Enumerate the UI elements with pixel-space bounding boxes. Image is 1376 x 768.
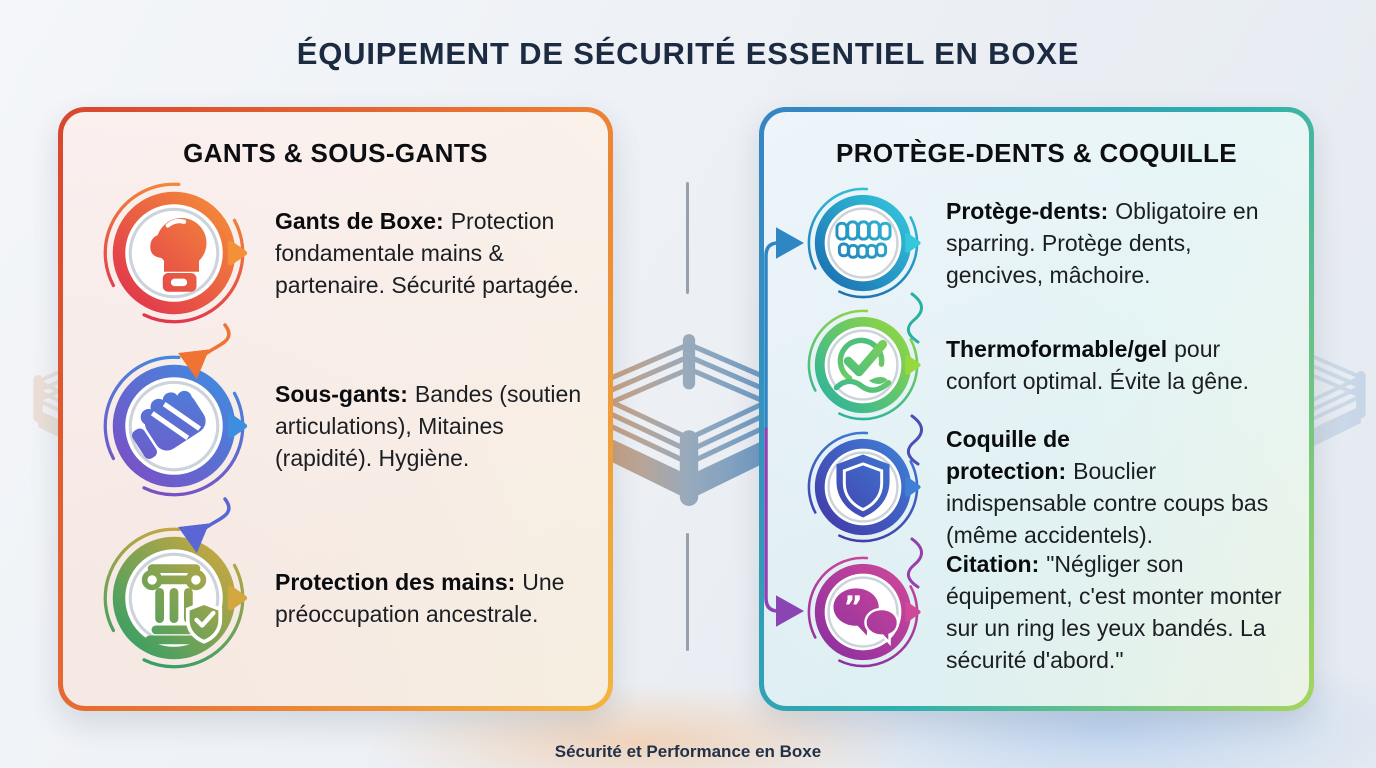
flow-bracket-arrows [764, 227, 804, 627]
badge-connector-curve [906, 537, 923, 589]
item-text: Protège-dents:Obligatoire en sparring. P… [946, 195, 1284, 291]
list-item: Protège-dents:Obligatoire en sparring. P… [804, 178, 1284, 308]
ancient-column-icon [103, 527, 248, 669]
list-item: ” Citation:"Négliger son équipement, c'e… [804, 547, 1284, 677]
list-item: Protection des mains:Une préoccupation a… [99, 523, 607, 673]
page-title: ÉQUIPEMENT DE SÉCURITÉ ESSENTIEL EN BOXE [296, 36, 1080, 71]
panel-gants: GANTS & SOUS-GANTS Gants de Boxe:Protect… [58, 107, 613, 711]
item-body: Une préoccupation ancestrale. [275, 569, 565, 627]
mouthguard-teeth-icon [807, 187, 921, 299]
boxing-glove-icon [103, 182, 248, 324]
wrapped-fist-icon [103, 355, 248, 497]
item-lead: Sous-gants: [275, 381, 408, 407]
item-body: Obligatoire en sparring. Protège dents, … [946, 198, 1259, 288]
item-lead: Protection des mains: [275, 569, 516, 595]
list-item: Coquille de protection:Bouclier indispen… [804, 422, 1284, 552]
item-lead: Citation: [946, 551, 1040, 577]
item-lead: Protège-dents: [946, 198, 1109, 224]
checkmark-wave-icon [807, 309, 921, 421]
center-divider-top [686, 182, 689, 294]
item-text: Sous-gants:Bandes (soutien articulations… [275, 378, 607, 474]
panel-protege-dents: PROTÈGE-DENTS & COQUILLE [759, 107, 1314, 711]
item-text: Coquille de protection:Bouclier indispen… [946, 423, 1284, 551]
protective-shield-icon [807, 431, 921, 543]
panel-title: PROTÈGE-DENTS & COQUILLE [835, 138, 1238, 168]
panel-title: GANTS & SOUS-GANTS [183, 138, 488, 168]
panel-protege-dents-body: PROTÈGE-DENTS & COQUILLE [764, 112, 1309, 706]
list-item: Gants de Boxe:Protection fondamentale ma… [99, 178, 607, 328]
item-body: pour confort optimal. Évite la gêne. [946, 336, 1249, 394]
item-lead: Thermoformable/gel [946, 336, 1168, 362]
panel-gants-body: GANTS & SOUS-GANTS Gants de Boxe:Protect… [63, 112, 608, 706]
svg-text:”: ” [843, 590, 862, 624]
flow-arrow-icon [177, 497, 231, 553]
footer-caption: Sécurité et Performance en Boxe [554, 742, 822, 761]
item-body: Bandes (soutien articulations), Mitaines… [275, 381, 582, 471]
item-text: Citation:"Négliger son équipement, c'est… [946, 548, 1284, 676]
badge-connector-curve [906, 292, 923, 344]
center-divider-bottom [686, 533, 689, 651]
item-body: Protection fondamentale mains & partenai… [275, 208, 580, 298]
item-text: Protection des mains:Une préoccupation a… [275, 566, 607, 630]
item-text: Gants de Boxe:Protection fondamentale ma… [275, 205, 607, 301]
flow-arrow-icon [177, 323, 231, 379]
list-item: Sous-gants:Bandes (soutien articulations… [99, 351, 607, 501]
badge-connector-curve [906, 414, 923, 466]
item-lead: Gants de Boxe: [275, 208, 444, 234]
item-body: Bouclier indispensable contre coups bas … [946, 458, 1269, 548]
item-lead: Coquille de protection: [946, 426, 1070, 484]
